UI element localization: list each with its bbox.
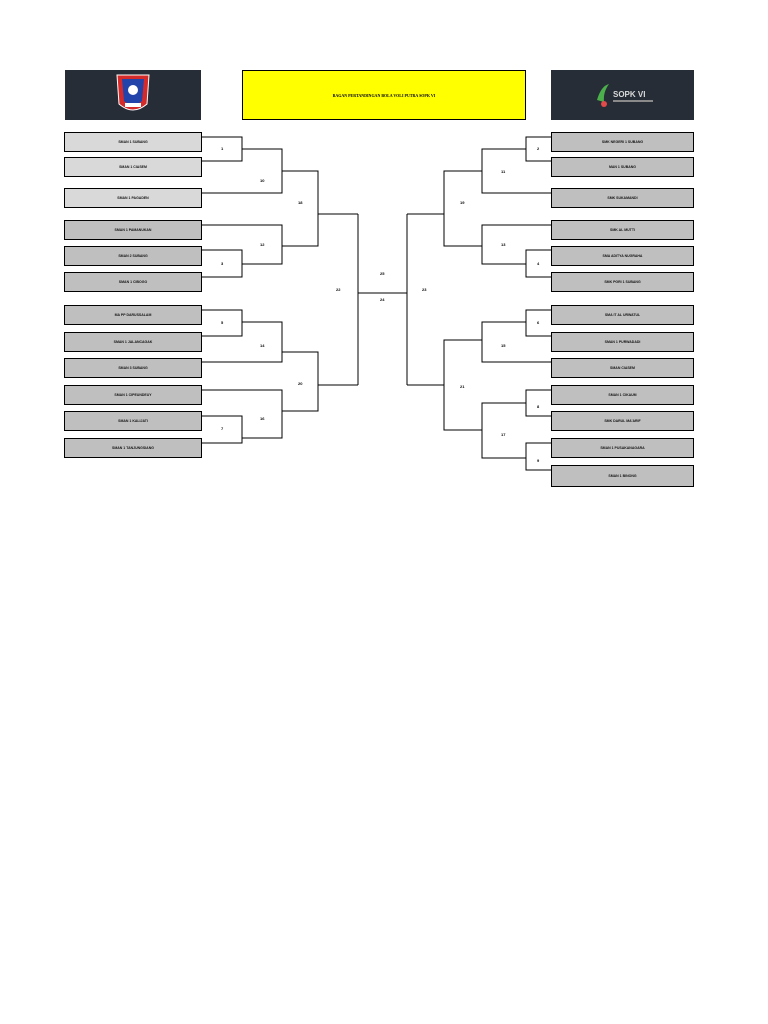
team-slot: SMAN 1 JALANCAGAK <box>64 332 202 352</box>
team-slot: SMAN 1 PURWADADI <box>551 332 694 352</box>
team-slot: SMK DARUL MA'ARIF <box>551 411 694 431</box>
match-number: 18 <box>298 200 303 205</box>
match-number: 1 <box>221 146 224 151</box>
team-slot: SMAN 1 CIASEM <box>64 157 202 177</box>
team-slot: SMAN 3 SUBANG <box>64 358 202 378</box>
match-number: 17 <box>501 432 506 437</box>
match-number: 19 <box>460 200 465 205</box>
match-number: 22 <box>336 287 341 292</box>
left-logo-panel <box>65 70 201 120</box>
team-slot: SMAN 1 SUBANG <box>64 132 202 152</box>
match-number: 9 <box>537 458 540 463</box>
sopk-logo-text: SOPK VI <box>613 90 645 99</box>
team-slot: SMAN 1 TANJUNGSIANG <box>64 438 202 458</box>
match-number: 13 <box>501 242 506 247</box>
team-slot: SMAN CIASEM <box>551 358 694 378</box>
team-slot: SMK PGRI 1 SUBANG <box>551 272 694 292</box>
match-number: 8 <box>537 404 540 409</box>
team-slot: SMK AL MUTTI <box>551 220 694 240</box>
match-number: 24 <box>380 297 385 302</box>
match-number: 7 <box>221 426 224 431</box>
team-slot: SMA IT AL URWATUL <box>551 305 694 325</box>
match-number: 23 <box>422 287 427 292</box>
team-slot: SMAN 2 SUBANG <box>64 246 202 266</box>
team-slot: SMAN 1 PAMANUKAN <box>64 220 202 240</box>
match-numbers: 1 2 3 4 5 6 7 8 9 10 11 12 13 14 15 16 1… <box>221 146 540 463</box>
match-number: 6 <box>537 320 540 325</box>
match-number: 11 <box>501 169 506 174</box>
team-slot: SMK NEGERI 1 SUBANG <box>551 132 694 152</box>
team-slot: SMAN 1 PUSAKANAGARA <box>551 438 694 458</box>
volleyball-club-shield-icon <box>116 74 150 111</box>
match-number: 3 <box>221 261 224 266</box>
match-number: 14 <box>260 343 265 348</box>
team-slot: SMAN 1 CIKAUM <box>551 385 694 405</box>
match-number: 12 <box>260 242 265 247</box>
team-slot: SMK SUKAMANDI <box>551 188 694 208</box>
bracket-title: BAGAN PERTANDINGAN BOLA VOLI PUTRA SOPK … <box>242 70 526 120</box>
team-slot: SMAN 1 KALIJATI <box>64 411 202 431</box>
match-number: 5 <box>221 320 224 325</box>
match-number: 15 <box>501 343 506 348</box>
team-slot: SMAN 1 BINONG <box>551 465 694 487</box>
match-number: 20 <box>298 381 303 386</box>
team-slot: SMA ADITYA NUGRAHA <box>551 246 694 266</box>
team-slot: SMAN 1 CIPEUNDEUY <box>64 385 202 405</box>
right-bracket-connectors <box>406 136 551 471</box>
match-number: 2 <box>537 146 540 151</box>
match-number: 10 <box>260 178 265 183</box>
left-bracket-connectors <box>202 136 407 444</box>
sopk-event-logo-icon: SOPK VI <box>597 84 653 107</box>
match-number: 4 <box>537 261 540 266</box>
team-slot: MA PP DARUSSALAM <box>64 305 202 325</box>
team-slot: SMAN 1 PAGADEN <box>64 188 202 208</box>
team-slot: SMAN 1 CIBOGO <box>64 272 202 292</box>
team-slot: MAN 1 SUBANG <box>551 157 694 177</box>
match-number: 21 <box>460 384 465 389</box>
match-number: 16 <box>260 416 265 421</box>
right-logo-panel: SOPK VI <box>551 70 694 120</box>
match-number: 25 <box>380 271 385 276</box>
